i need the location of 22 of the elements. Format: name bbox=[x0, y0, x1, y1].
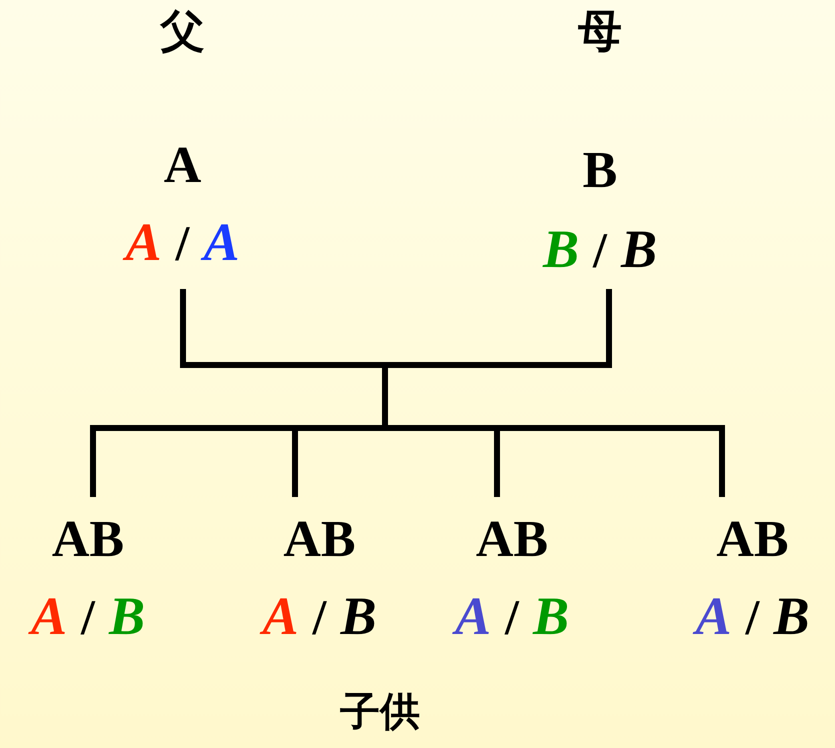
blood-type-label: AB bbox=[476, 514, 548, 566]
blood-type-label: A bbox=[164, 140, 202, 192]
blood-type-label: AB bbox=[716, 514, 789, 566]
allele-label: B bbox=[340, 589, 376, 643]
blood-type-label: B bbox=[582, 145, 618, 197]
allele-label: B bbox=[543, 222, 580, 276]
separator-text: / bbox=[312, 592, 326, 642]
parent-label: 父 bbox=[160, 10, 204, 54]
allele-label: A bbox=[203, 215, 240, 269]
blood-type-label: AB bbox=[283, 514, 356, 566]
separator-text: / bbox=[593, 225, 607, 275]
allele-label: B bbox=[620, 222, 657, 276]
children-label: 子供 bbox=[340, 692, 420, 732]
separator-text: / bbox=[81, 592, 95, 642]
allele-label: B bbox=[532, 589, 569, 643]
blood-type-label: AB bbox=[52, 514, 124, 566]
parent-label: 母 bbox=[578, 10, 622, 54]
separator-text: / bbox=[176, 218, 190, 268]
allele-label: B bbox=[108, 589, 145, 643]
separator-text: / bbox=[505, 592, 519, 642]
separator-text: / bbox=[746, 592, 760, 642]
allele-label: B bbox=[773, 589, 810, 643]
